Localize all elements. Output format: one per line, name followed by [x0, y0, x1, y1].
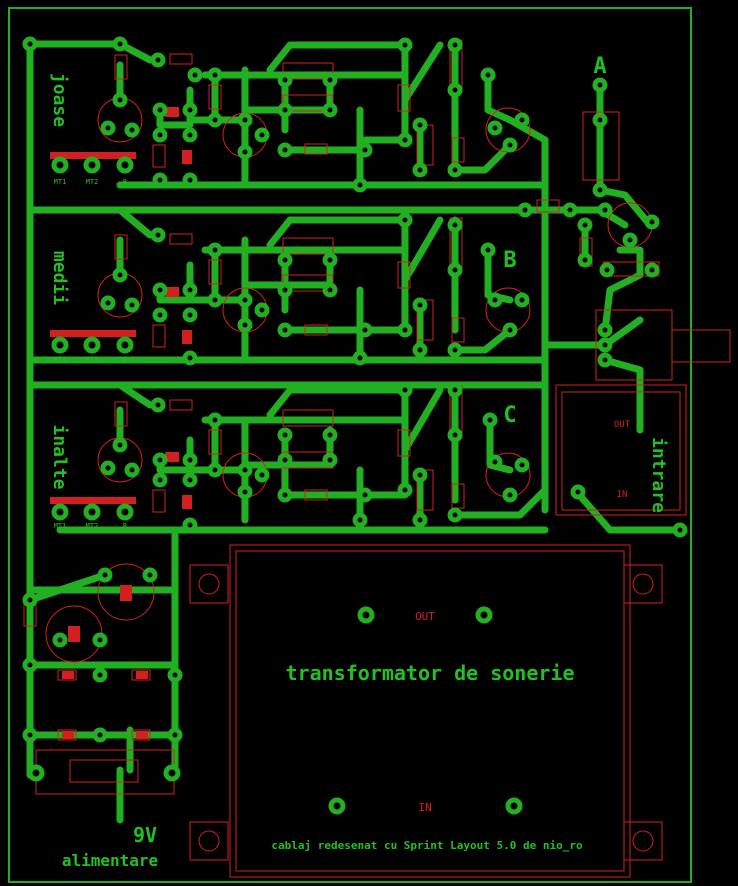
pads: [22, 36, 688, 815]
row2-label: medii: [49, 251, 70, 305]
board-outline: [8, 7, 692, 883]
mt2-label-3: MT2: [86, 522, 99, 530]
transformer-in-label: IN: [418, 801, 431, 814]
small-in-label: IN: [617, 490, 628, 500]
heat-tabs: [50, 107, 192, 739]
row3-label: inalte: [49, 424, 70, 489]
transformer-title: transformator de sonerie: [286, 661, 575, 685]
channel-a-label: A: [593, 54, 606, 79]
b-label-2: B: [123, 356, 127, 364]
b-label-1: B: [123, 178, 127, 186]
mt1-label-3: MT1: [54, 522, 67, 530]
credit-text: cablaj redesenat cu Sprint Layout 5.0 de…: [271, 839, 583, 852]
mounting-holes: [198, 573, 654, 852]
supply-label: alimentare: [62, 851, 158, 870]
channel-c-label: C: [503, 403, 516, 428]
mt1-label-2: MT1: [54, 356, 67, 364]
row1-label: joase: [49, 73, 70, 127]
mt2-label-2: MT2: [86, 356, 99, 364]
voltage-label: 9V: [133, 823, 157, 847]
small-out-label: OUT: [614, 420, 631, 430]
mt2-label-1: MT2: [86, 178, 99, 186]
b-label-3: B: [123, 522, 127, 530]
channel-b-label: B: [503, 248, 516, 273]
mt1-label-1: MT1: [54, 178, 67, 186]
side-intrare-label: intrare: [648, 437, 669, 513]
labels: A B C joase medii inalte intrare OUT IN …: [49, 54, 669, 870]
transformer-out-label: OUT: [415, 610, 435, 623]
